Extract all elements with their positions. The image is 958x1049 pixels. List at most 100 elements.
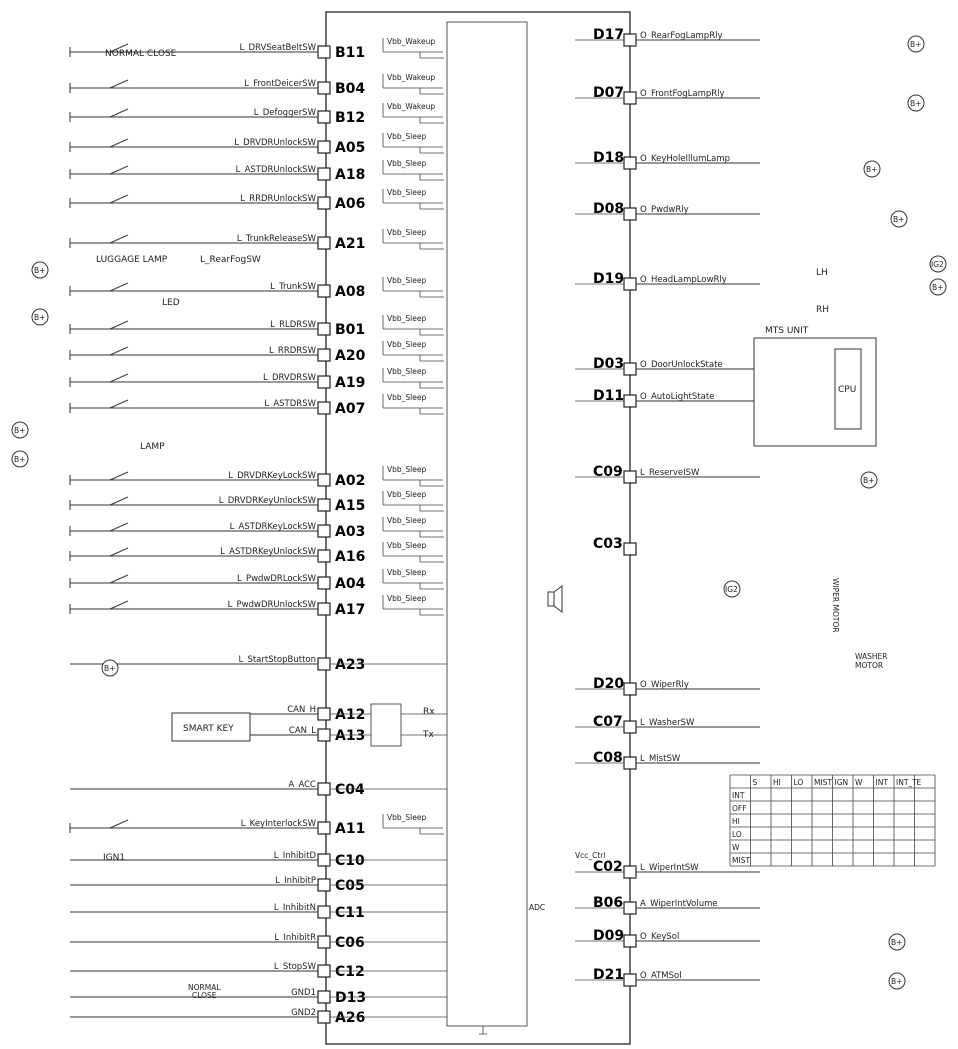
battery-terminal-icon — [11, 450, 29, 468]
signal-label: L_StopSW — [274, 962, 317, 972]
pin-id-b11: B11 — [335, 45, 365, 61]
signal-label: L_KeyInterlockSW — [241, 819, 317, 829]
signal-label: O_PwdwRly — [640, 205, 689, 215]
pin-id-a20: A20 — [335, 348, 366, 364]
connector-pin-box — [317, 905, 331, 919]
pin-id-b04: B04 — [335, 81, 365, 97]
switch-icon — [109, 373, 129, 383]
connector-pin-box — [317, 657, 331, 671]
connector-pin-box — [317, 473, 331, 487]
table-header: W — [855, 778, 863, 787]
pin-id-a03: A03 — [335, 524, 365, 540]
luggage-lamp-label: LUGGAGE LAMP — [96, 255, 168, 265]
switch-icon — [109, 234, 129, 244]
microcontroller-block — [446, 21, 528, 1027]
rear-fog-sw-label: L_RearFogSW — [200, 255, 261, 265]
bias-label: Vbb_Sleep — [387, 159, 426, 168]
table-header: HI — [773, 778, 781, 787]
pin-id-c02: C02 — [593, 859, 623, 875]
ig2-terminal-icon — [723, 580, 741, 598]
pin-id-a23: A23 — [335, 657, 365, 673]
rx-label: Rx — [423, 707, 435, 717]
connector-pin-box — [317, 782, 331, 796]
connector-pin-box — [623, 277, 637, 291]
signal-label: O_AutoLightState — [640, 392, 714, 402]
signal-label: L_ReserveISW — [640, 468, 700, 478]
signal-label: L_DRVDRUnlockSW — [234, 138, 316, 148]
lh-label: LH — [816, 268, 828, 278]
can-transceiver — [370, 703, 402, 747]
table-row-label: OFF — [732, 804, 747, 813]
connector-pin-box — [317, 964, 331, 978]
pullup-net — [382, 315, 444, 336]
pullup-net — [382, 229, 444, 250]
signal-label: CAN_L — [289, 726, 316, 736]
bias-label: Vbb_Sleep — [387, 340, 426, 349]
signal-label: L_TrunkReleaseSW — [237, 234, 317, 244]
bias-label: Vbb_Sleep — [387, 314, 426, 323]
signal-label: L_ASTDRSW — [264, 399, 316, 409]
battery-label: B+ — [932, 283, 943, 292]
switch-icon — [109, 138, 129, 148]
adc-label: ADC — [529, 903, 545, 912]
signal-label: L_DRVDRKeyUnlockSW — [219, 496, 317, 506]
signal-label: L_PwdwDRUnlockSW — [228, 600, 317, 610]
connector-pin-box — [623, 470, 637, 484]
connector-pin-box — [317, 728, 331, 742]
pin-id-c05: C05 — [335, 878, 365, 894]
cpu-box — [834, 348, 862, 430]
signal-label: L_ASTDRKeyUnlockSW — [220, 547, 316, 557]
connector-pin-box — [623, 901, 637, 915]
connector-pin-box — [623, 934, 637, 948]
connector-pin-box — [317, 707, 331, 721]
connector-pin-box — [317, 322, 331, 336]
pullup-net — [382, 341, 444, 362]
signal-label: L_WasherSW — [640, 718, 695, 728]
switch-icon — [109, 320, 129, 330]
bias-label: Vbb_Sleep — [387, 541, 426, 550]
bias-label: Vbb_Sleep — [387, 228, 426, 237]
pullup-net — [382, 277, 444, 298]
bias-label: Vbb_Sleep — [387, 465, 426, 474]
battery-terminal-icon — [860, 471, 878, 489]
signal-label: L_DefoggerSW — [254, 108, 317, 118]
pin-id-d03: D03 — [593, 356, 624, 372]
connector-pin-box — [317, 576, 331, 590]
signal-label: O_DoorUnlockState — [640, 360, 723, 370]
battery-label: B+ — [891, 938, 902, 947]
connector-pin-box — [317, 196, 331, 210]
battery-label: B+ — [893, 215, 904, 224]
signal-label: L_WiperIntSW — [640, 863, 699, 873]
ig2-terminal-icon — [929, 255, 947, 273]
pullup-net — [382, 160, 444, 181]
bias-label: Vbb_Sleep — [387, 367, 426, 376]
pin-id-d09: D09 — [593, 928, 624, 944]
signal-label: L_InhibitN — [274, 903, 316, 913]
pin-id-a12: A12 — [335, 707, 365, 723]
connector-pin-box — [317, 110, 331, 124]
pin-id-c04: C04 — [335, 782, 365, 798]
signal-label: L_FrontDeicerSW — [244, 79, 316, 89]
pin-id-a21: A21 — [335, 236, 365, 252]
battery-label: B+ — [14, 455, 25, 464]
table-row-label: LO — [732, 830, 742, 839]
table-row-label: W — [732, 843, 740, 852]
signal-label: GND1 — [291, 988, 316, 998]
bias-label: Vbb_Sleep — [387, 594, 426, 603]
signal-label: O_ATMSol — [640, 971, 682, 981]
signal-label: A_WiperIntVolume — [640, 899, 718, 909]
pin-id-c06: C06 — [335, 935, 365, 951]
switch-icon — [109, 165, 129, 175]
pullup-net — [382, 466, 444, 487]
connector-pin-box — [317, 45, 331, 59]
battery-label: B+ — [891, 977, 902, 986]
connector-pin-box — [317, 990, 331, 1004]
switch-icon — [109, 522, 129, 532]
normal-close-top-label: NORMAL CLOSE — [105, 49, 177, 59]
pullup-net — [382, 517, 444, 538]
pullup-net — [382, 38, 444, 59]
connector-pin-box — [317, 498, 331, 512]
vcc-ctrl-label: Vcc_Ctrl — [575, 851, 605, 860]
battery-terminal-icon — [907, 94, 925, 112]
